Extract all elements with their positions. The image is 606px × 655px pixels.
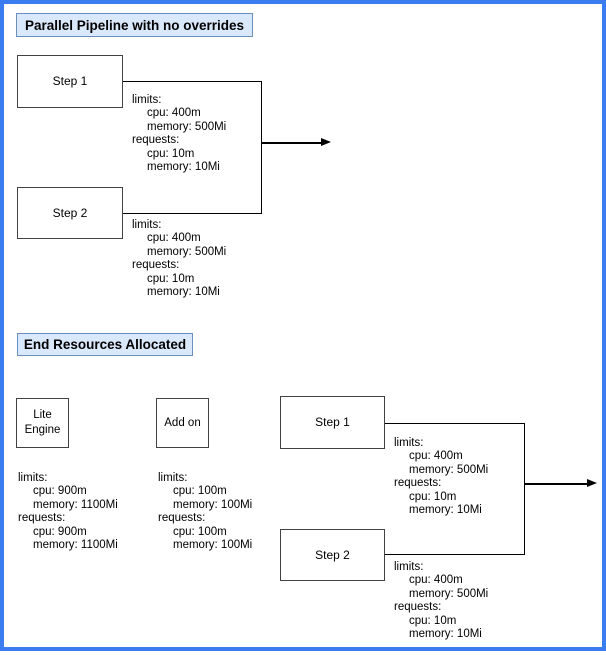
resource-block-lite-engine: limits: cpu: 900m memory: 1100Mi request… bbox=[18, 472, 118, 552]
resource-line: limits: bbox=[18, 472, 48, 484]
resource-line: requests: bbox=[132, 259, 180, 272]
resource-line: memory: 10Mi bbox=[409, 504, 482, 517]
resource-line: memory: 10Mi bbox=[147, 161, 220, 174]
resource-line: limits: bbox=[132, 94, 162, 106]
resource-line: cpu: 400m bbox=[409, 574, 463, 587]
resource-line: cpu: 900m bbox=[33, 525, 87, 538]
lite-engine-label-line2: Engine bbox=[24, 424, 61, 436]
resource-line: cpu: 10m bbox=[409, 614, 457, 627]
resource-line: cpu: 400m bbox=[409, 450, 463, 463]
addon-box: Add on bbox=[156, 398, 209, 448]
section1-title-box: Parallel Pipeline with no overrides bbox=[16, 13, 253, 37]
section2-arrow-head-icon bbox=[587, 479, 597, 487]
pipeline-step1-label: Step 1 bbox=[52, 74, 88, 88]
resource-line: limits: bbox=[394, 561, 424, 573]
resource-line: requests: bbox=[18, 512, 66, 525]
end-step2-label: Step 2 bbox=[315, 547, 350, 562]
section1-arrow-line bbox=[262, 142, 321, 144]
resource-line: memory: 500Mi bbox=[147, 120, 227, 133]
section2-title-box: End Resources Allocated bbox=[17, 333, 193, 356]
end-step2-box: Step 2 bbox=[280, 529, 385, 581]
resource-line: memory: 10Mi bbox=[147, 286, 220, 299]
pipeline-step2-box: Step 2 bbox=[17, 187, 123, 239]
resource-line: memory: 500Mi bbox=[409, 463, 489, 476]
end-step1-label: Step 1 bbox=[315, 415, 350, 429]
resource-line: limits: bbox=[132, 219, 162, 231]
resource-line: cpu: 900m bbox=[33, 485, 87, 498]
lite-engine-label-line1: Lite bbox=[33, 409, 52, 421]
addon-label: Add on bbox=[164, 416, 201, 429]
section2-arrow-line bbox=[525, 483, 587, 485]
resource-line: cpu: 10m bbox=[147, 272, 195, 285]
section1-connector-bracket bbox=[123, 81, 262, 214]
resource-line: cpu: 100m bbox=[173, 485, 227, 498]
resource-block-pipeline-step1: limits: cpu: 400m memory: 500Mi requests… bbox=[132, 94, 226, 174]
resource-line: requests: bbox=[394, 477, 442, 490]
section2-connector-bracket bbox=[385, 423, 525, 555]
resource-line: limits: bbox=[394, 437, 424, 449]
lite-engine-box: Lite Engine bbox=[16, 398, 69, 448]
section1-title: Parallel Pipeline with no overrides bbox=[24, 17, 245, 33]
resource-line: memory: 100Mi bbox=[173, 498, 253, 511]
resource-line: cpu: 400m bbox=[147, 107, 201, 120]
section2-title: End Resources Allocated bbox=[23, 337, 187, 352]
resource-line: memory: 500Mi bbox=[147, 245, 227, 258]
end-step1-box: Step 1 bbox=[280, 396, 385, 449]
pipeline-step2-label: Step 2 bbox=[52, 205, 88, 220]
resource-line: cpu: 10m bbox=[147, 147, 195, 160]
resource-line: requests: bbox=[158, 512, 206, 525]
section1-arrow-head-icon bbox=[321, 138, 331, 146]
resource-block-end-step1: limits: cpu: 400m memory: 500Mi requests… bbox=[394, 437, 488, 517]
resource-line: memory: 10Mi bbox=[409, 628, 482, 641]
resource-block-pipeline-step2: limits: cpu: 400m memory: 500Mi requests… bbox=[132, 219, 226, 299]
resource-line: cpu: 10m bbox=[409, 490, 457, 503]
resource-line: limits: bbox=[158, 472, 188, 484]
resource-block-end-step2: limits: cpu: 400m memory: 500Mi requests… bbox=[394, 561, 488, 641]
resource-line: requests: bbox=[394, 601, 442, 614]
resource-line: memory: 1100Mi bbox=[33, 498, 118, 511]
resource-line: cpu: 100m bbox=[173, 525, 227, 538]
resource-line: memory: 500Mi bbox=[409, 587, 489, 600]
resource-line: memory: 1100Mi bbox=[33, 539, 118, 552]
resource-line: cpu: 400m bbox=[147, 232, 201, 245]
resource-line: memory: 100Mi bbox=[173, 539, 253, 552]
resource-block-addon: limits: cpu: 100m memory: 100Mi requests… bbox=[158, 472, 252, 552]
resource-line: requests: bbox=[132, 134, 180, 147]
pipeline-step1-box: Step 1 bbox=[17, 55, 123, 108]
